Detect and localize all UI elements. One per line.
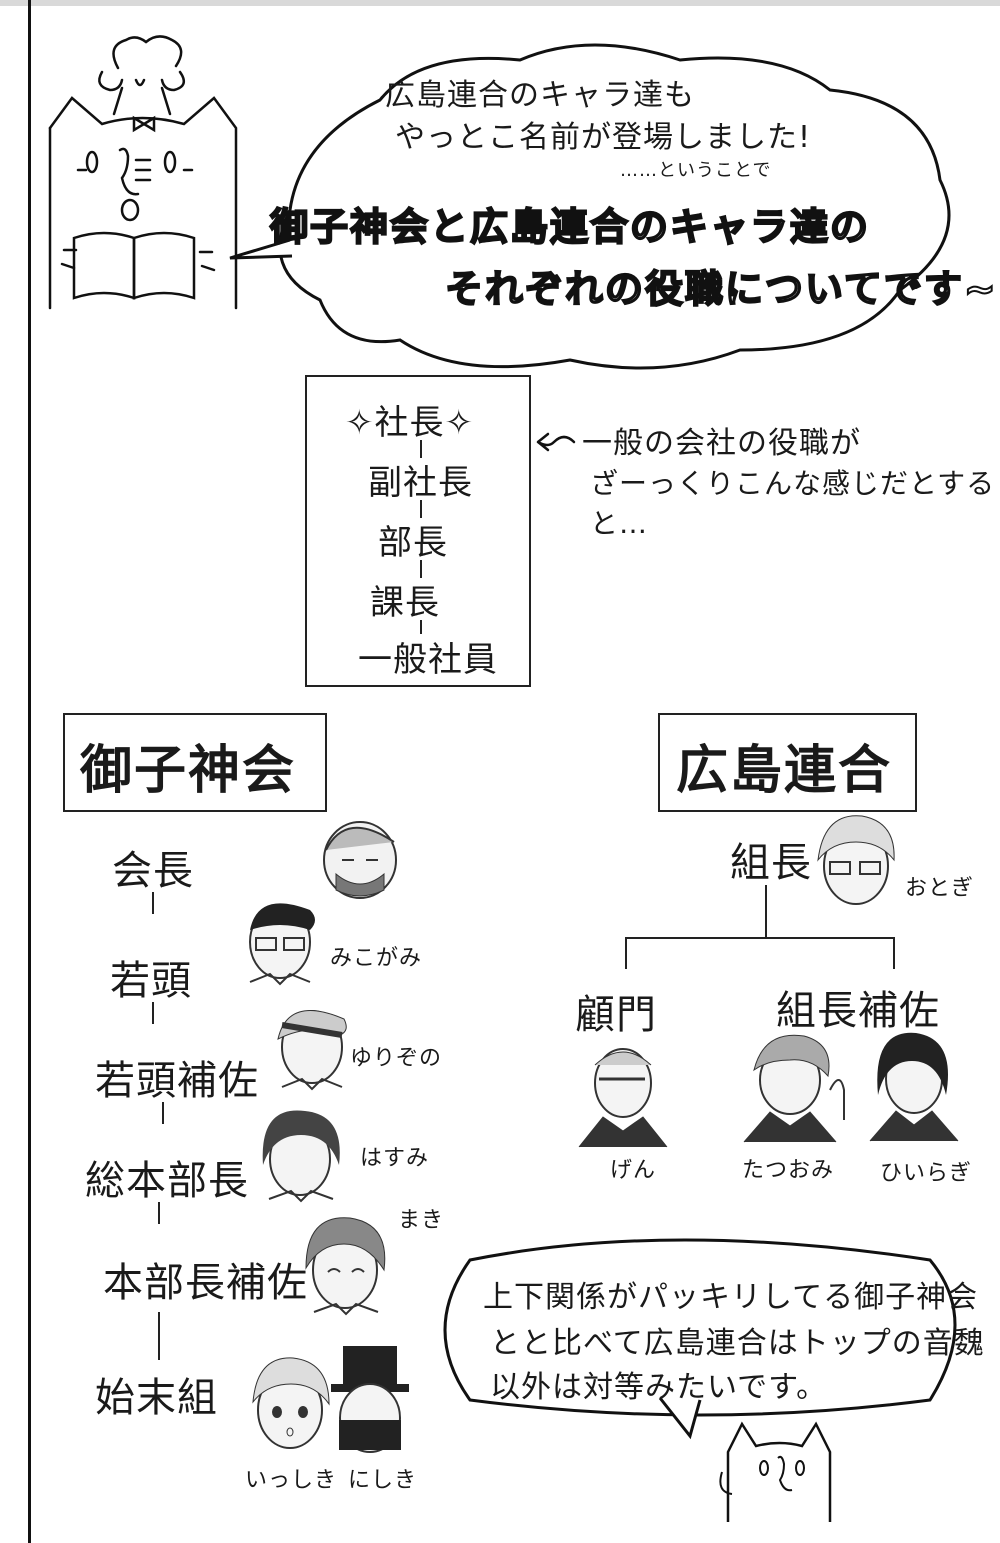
hiiragi-portrait-icon (869, 1032, 959, 1142)
arrow-left-icon (536, 432, 576, 452)
otogi-portrait-icon (817, 815, 895, 905)
hiroshima-connector (625, 937, 627, 969)
mikogami-rank-wakagashira-hosa: 若頭補佐 (95, 1058, 259, 1104)
name-isshiki: いっしき (245, 1468, 338, 1493)
hiroshima-rank-komon: 顧門 (575, 992, 657, 1038)
company-note-line-2: ざーっくりこんな感じだとすると… (590, 467, 996, 540)
chairman-portrait-icon (323, 821, 397, 899)
gen-portrait-icon (578, 1048, 668, 1148)
page-margin-line (28, 0, 31, 1543)
closing-speech-bubble (443, 1238, 957, 1440)
closing-line-1: 上下関係がパッキリしてる御子神会 (483, 1280, 979, 1315)
small-cat-mascot-icon (719, 1421, 832, 1522)
mikogami-rank-sohonbucho: 総本部長 (85, 1158, 249, 1204)
mikogami-connector (152, 1002, 154, 1024)
company-rank-president: ✧社長✧ (345, 403, 474, 443)
hiroshima-title: 広島連合 (676, 741, 893, 801)
company-connector (420, 620, 422, 634)
name-nishiki: にしき (348, 1468, 418, 1493)
hiroshima-branch-line (625, 937, 895, 939)
mikogami-rank-honbucho-hosa: 本部長補佐 (103, 1260, 308, 1306)
hiroshima-title-box (658, 713, 917, 812)
mascot-reading-icon (48, 35, 238, 310)
isshiki-portrait-icon (252, 1357, 330, 1449)
company-connector (420, 440, 422, 458)
intro-line-3: ……ということで (620, 160, 772, 181)
hiroshima-rank-kumicho-hosa: 組長補佐 (776, 988, 940, 1034)
mikogami-rank-wakagashira: 若頭 (110, 958, 192, 1004)
company-connector (420, 500, 422, 518)
intro-line-2: やっとこ名前が登場しました! (395, 120, 812, 155)
mikogami-connector (158, 1202, 160, 1224)
mikogami-rank-chairman: 会長 (112, 848, 194, 894)
intro-speech-bubble (229, 43, 951, 370)
mikogami-connector (162, 1102, 164, 1124)
maki-portrait-icon (305, 1217, 386, 1316)
company-rank-manager: 部長 (378, 523, 448, 563)
hiroshima-connector (893, 937, 895, 969)
yurizono-portrait-icon (277, 1010, 347, 1091)
company-rank-section-chief: 課長 (370, 583, 440, 623)
mikogami-rank-shimatsugumi: 始末組 (95, 1375, 218, 1421)
name-otogi: おとぎ (905, 876, 975, 901)
closing-line-3: 以外は対等みたいです。 (490, 1370, 828, 1405)
intro-line-1: 広島連合のキャラ達も (385, 78, 695, 113)
closing-line-2: とと比べて広島連合はトップの音魏 (490, 1326, 985, 1361)
name-hasumi: はすみ (360, 1146, 430, 1171)
name-gen: げん (610, 1158, 657, 1183)
mikogami-title: 御子神会 (80, 741, 297, 801)
hiroshima-connector (765, 885, 767, 937)
intro-line-4: 御子神会と広島連合のキャラ達の (269, 204, 871, 250)
nishiki-portrait-icon (331, 1346, 409, 1453)
company-connector (420, 560, 422, 578)
mikogami-connector (152, 892, 154, 914)
mikogami-title-box (63, 713, 327, 812)
top-edge (0, 0, 1000, 6)
mikogami-connector (158, 1312, 160, 1360)
mikogami-portrait-icon (249, 903, 315, 986)
hasumi-portrait-icon (262, 1110, 340, 1203)
company-rank-employee: 一般社員 (358, 640, 498, 680)
hiroshima-rank-kumicho: 組長 (730, 840, 812, 886)
name-mikogami: みこがみ (330, 946, 423, 971)
name-maki: まき (398, 1208, 445, 1233)
company-rank-vice-president: 副社長 (368, 463, 473, 503)
company-note-line-1: 一般の会社の役職が (582, 426, 861, 461)
company-rank-box (305, 375, 531, 687)
name-tatsuomi: たつおみ (742, 1158, 835, 1183)
intro-line-5: それぞれの役職についてです~ (444, 266, 998, 312)
name-yurizono: ゆりぞの (350, 1046, 443, 1071)
tatsuomi-portrait-icon (743, 1034, 845, 1143)
name-hiiragi: ひいらぎ (880, 1161, 973, 1186)
